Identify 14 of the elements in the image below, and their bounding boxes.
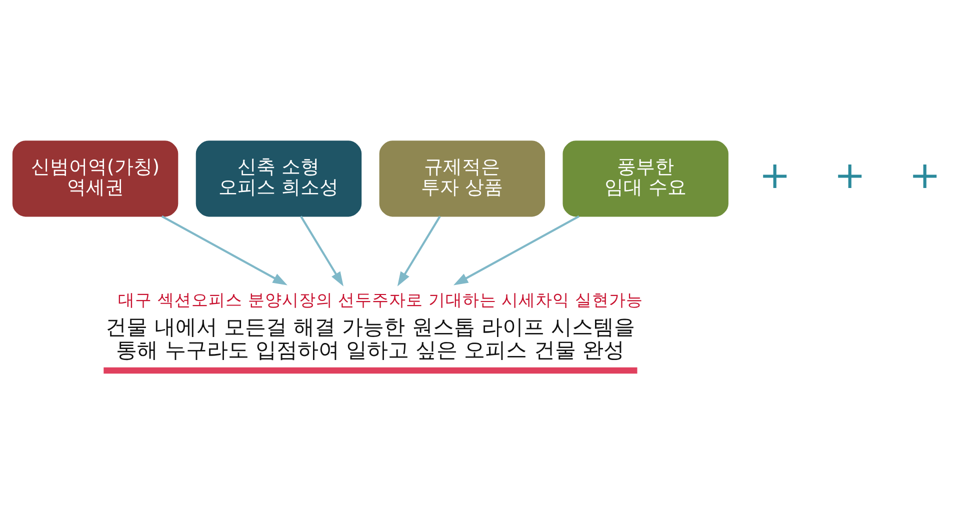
node-box: 풍부한 임대 수요 xyxy=(562,140,728,217)
label: + xyxy=(834,152,866,197)
node-box: 규제적은 투자 상품 xyxy=(379,140,545,217)
node-label: 건물 내에서 모든걸 해결 가능한 원스톱 라이프 시스템을 통해 누구라도 입점하여 일하고 싶은 오피스 건물 완성 xyxy=(106,314,636,362)
arrow xyxy=(300,216,344,286)
node-box: 신축 소형 오피스 희소성 xyxy=(196,140,362,217)
label: + xyxy=(909,152,941,197)
label: + xyxy=(759,152,791,197)
arrow xyxy=(453,215,580,286)
node-label: 대구 섹션오피스 분양시장의 선두주자로 기대하는 시세차익 실현가능 xyxy=(118,290,644,310)
node-box xyxy=(104,367,638,374)
arrow xyxy=(161,215,288,286)
arrow xyxy=(397,216,441,286)
node-box: 신범어역(가칭) 역세권 xyxy=(12,140,178,217)
